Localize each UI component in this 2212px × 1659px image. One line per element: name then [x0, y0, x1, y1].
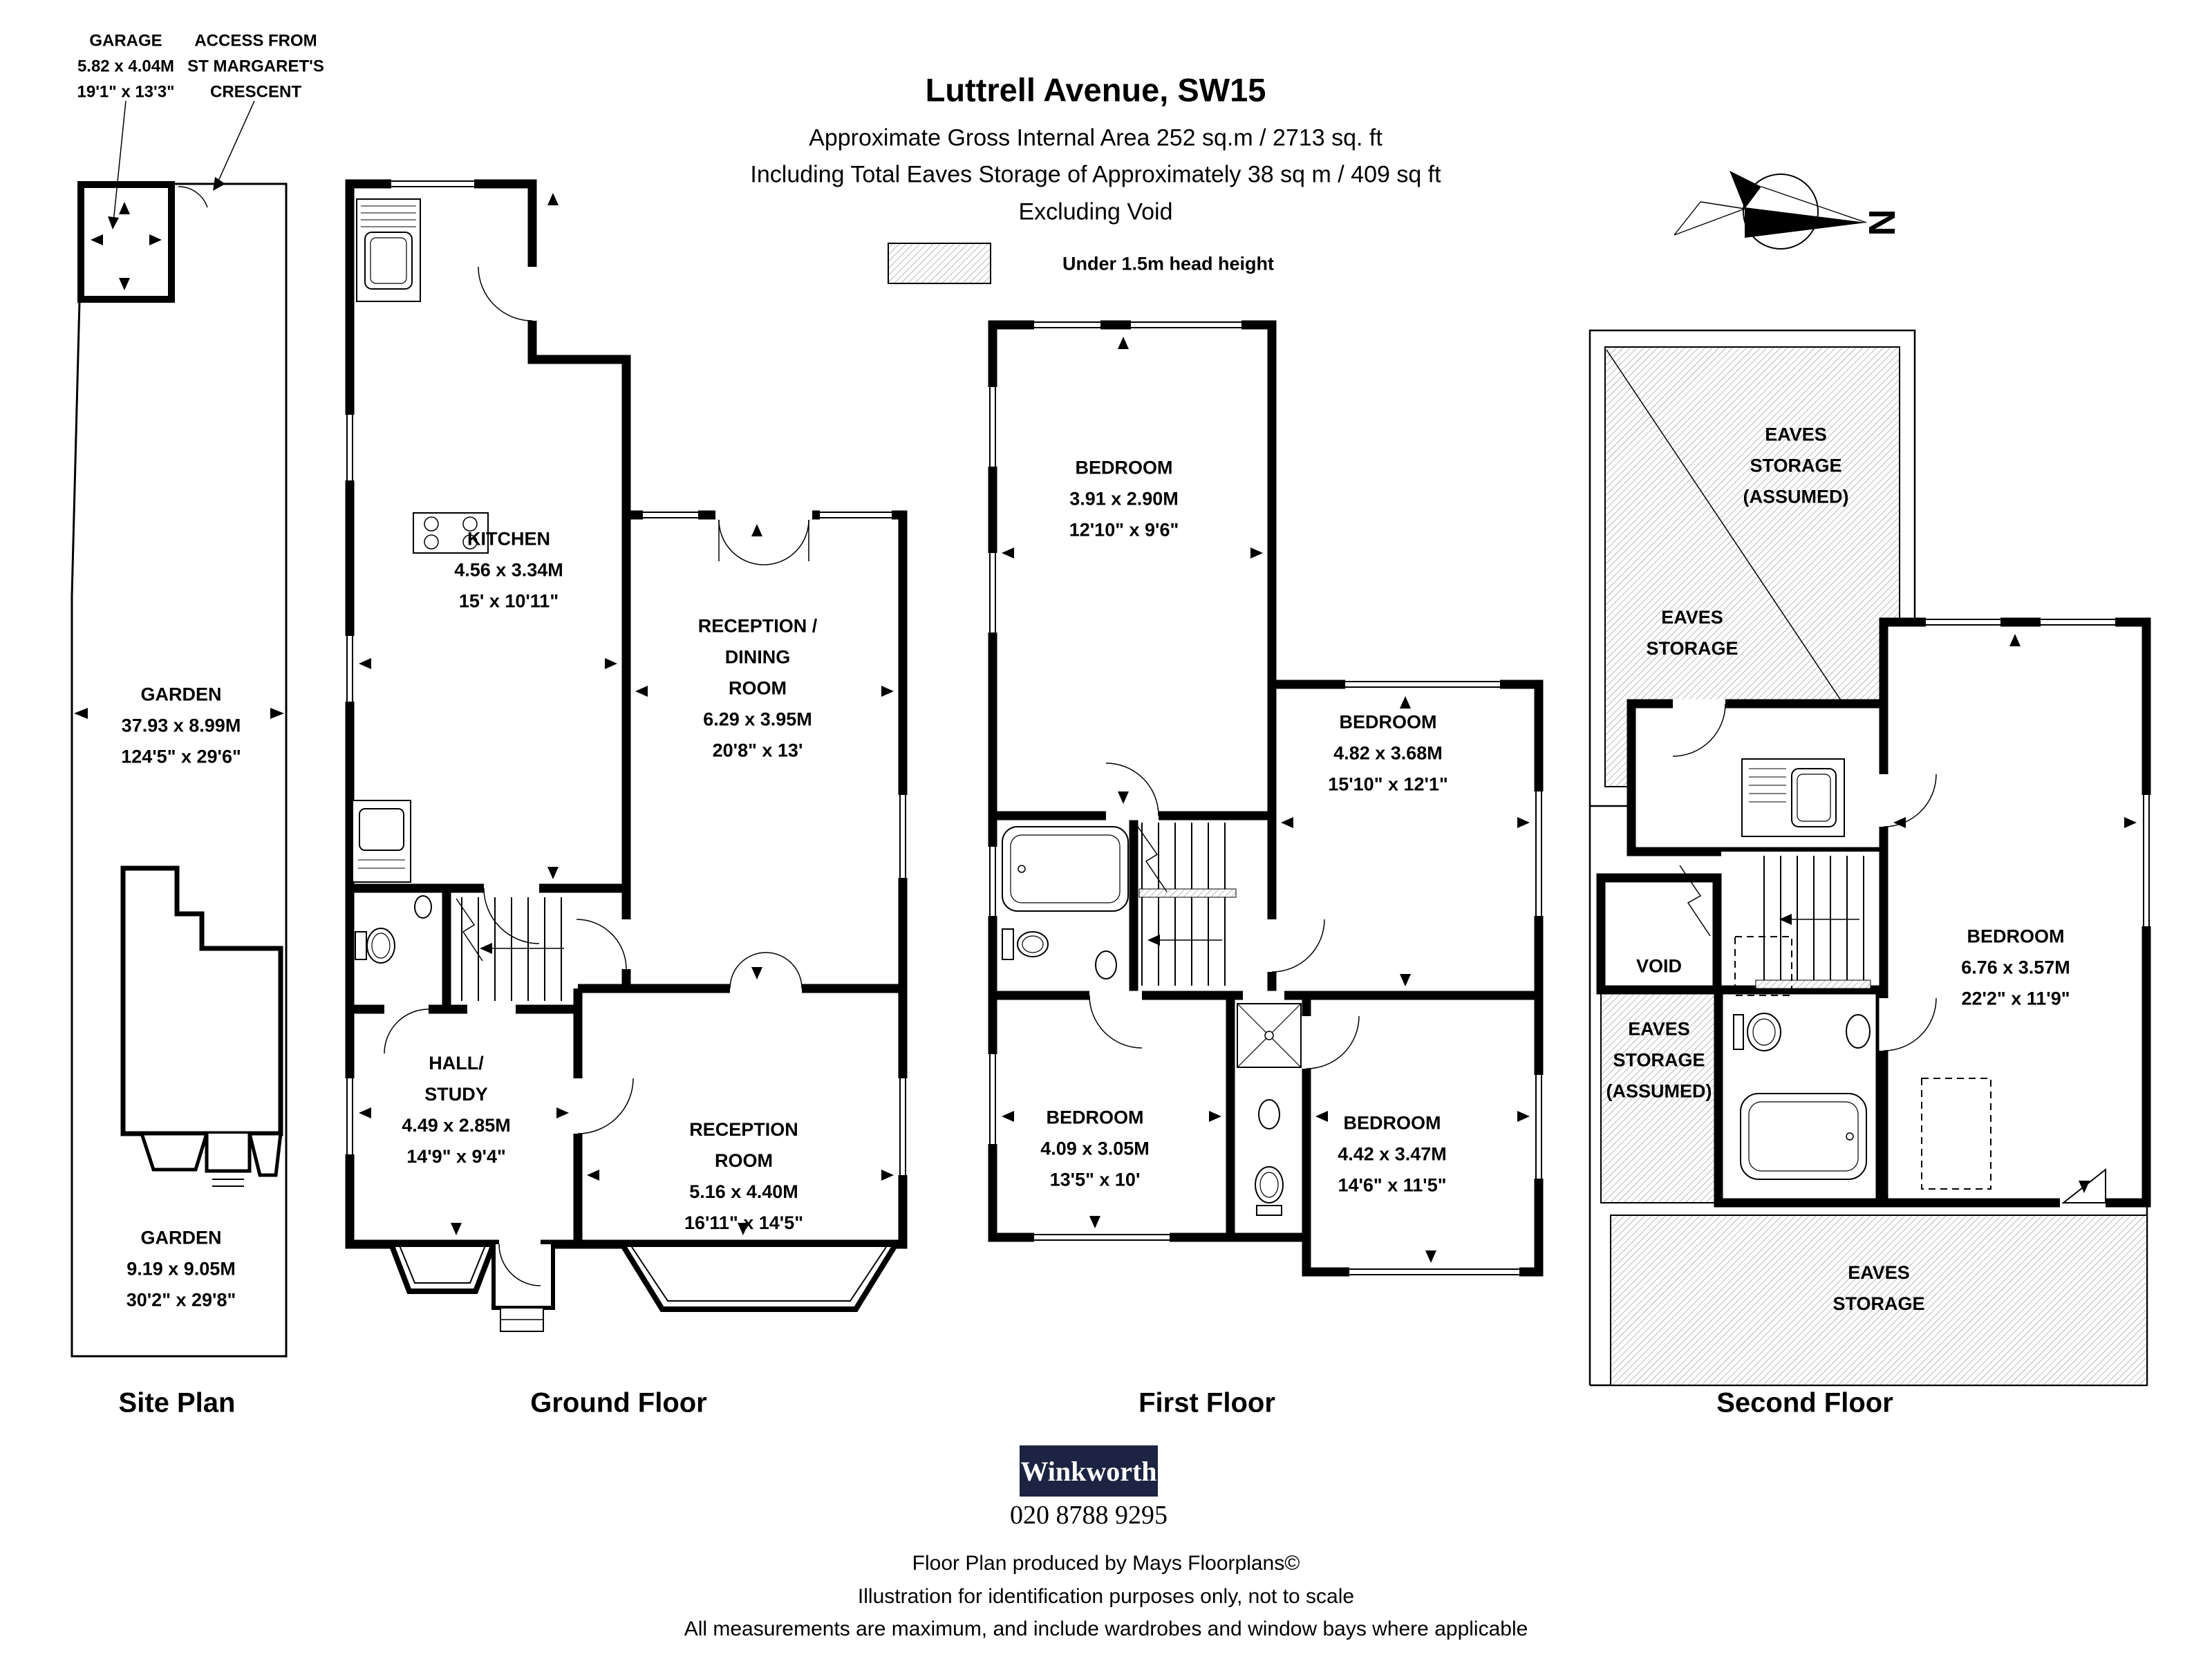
ground-floor-drawing [345, 179, 908, 1332]
compass-icon: N [1674, 171, 1902, 250]
excluding-void-line: Excluding Void [1018, 198, 1173, 225]
footer-line-identification: Illustration for identification purposes… [857, 1585, 1355, 1608]
site-plan-drawing [71, 100, 288, 1358]
eaves-area-line: Including Total Eaves Storage of Approxi… [750, 161, 1441, 188]
caption-ground-floor: Ground Floor [530, 1387, 707, 1418]
footer-line-measurements: All measurements are maximum, and includ… [684, 1618, 1528, 1640]
caption-site-plan: Site Plan [118, 1387, 236, 1418]
agent-phone: 020 8788 9295 [1010, 1501, 1168, 1530]
gross-area-line: Approximate Gross Internal Area 252 sq.m… [809, 124, 1382, 151]
page-title: Luttrell Avenue, SW15 [925, 71, 1266, 109]
void-label: VOID [1635, 955, 1683, 977]
footer-line-producer: Floor Plan produced by Mays Floorplans© [912, 1552, 1300, 1575]
second-floor-drawing [1588, 329, 2151, 1387]
compass-north-letter: N [1861, 209, 1902, 236]
legend-label: Under 1.5m head height [1062, 253, 1275, 274]
first-floor-drawing [988, 320, 1544, 1277]
legend-hatch-swatch [888, 243, 991, 284]
winkworth-logo: Winkworth [1020, 1445, 1158, 1497]
caption-first-floor: First Floor [1138, 1387, 1275, 1418]
caption-second-floor: Second Floor [1716, 1387, 1893, 1418]
